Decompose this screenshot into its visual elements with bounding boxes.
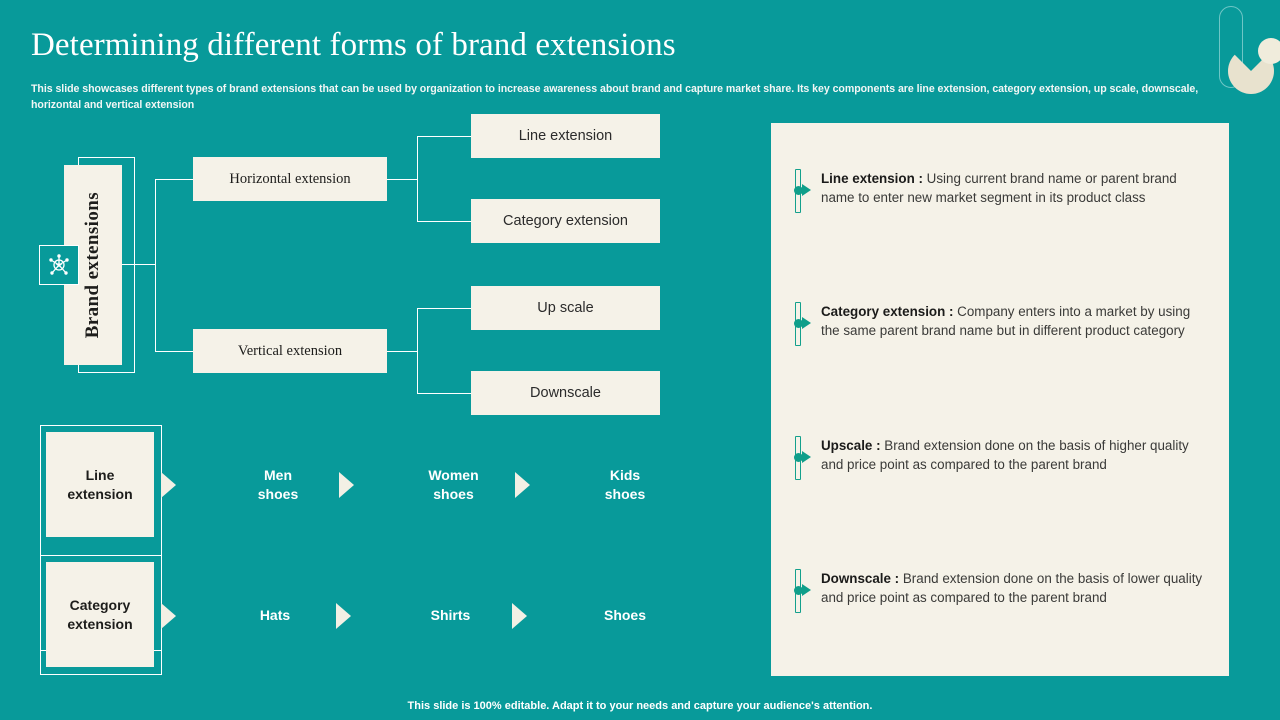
bullet-marker-icon xyxy=(791,302,813,346)
connector-root-down xyxy=(155,264,157,351)
arrow-right-icon xyxy=(512,603,527,629)
connector-to-up-scale xyxy=(417,308,472,310)
connector-horizontal-stub xyxy=(387,179,418,181)
connector-vertical-stub xyxy=(387,351,418,353)
connector-to-downscale xyxy=(417,393,472,395)
definition-term: Line extension : xyxy=(821,171,923,186)
footer-note: This slide is 100% editable. Adapt it to… xyxy=(407,700,873,712)
leaf-category-extension-label: Category extension xyxy=(503,213,628,229)
arrow-right-icon xyxy=(161,603,176,629)
leaf-downscale-label: Downscale xyxy=(530,385,601,401)
definition-description: Brand extension done on the basis of low… xyxy=(821,571,1203,606)
brand-extension-tree-diagram: Brand extensions xyxy=(0,0,760,430)
bullet-dot-shape xyxy=(793,453,803,462)
leaf-downscale[interactable]: Downscale xyxy=(471,371,660,415)
definition-description: Brand extension done on the basis of hig… xyxy=(821,438,1189,473)
definition-category-extension: Category extension : Company enters into… xyxy=(821,302,1211,340)
definition-description: Company enters into a market by using th… xyxy=(821,304,1191,339)
leaf-up-scale-label: Up scale xyxy=(537,300,594,316)
definition-term: Upscale : xyxy=(821,438,881,453)
definition-downscale: Downscale : Brand extension done on the … xyxy=(821,569,1211,607)
bullet-triangle-icon xyxy=(802,184,811,196)
leaf-up-scale[interactable]: Up scale xyxy=(471,286,660,330)
arrow-right-icon xyxy=(339,472,354,498)
connector-to-category-ext xyxy=(417,221,472,223)
connector-to-horizontal xyxy=(155,179,194,181)
leaf-line-extension[interactable]: Line extension xyxy=(471,114,660,158)
arrow-right-icon xyxy=(515,472,530,498)
definitions-panel: Line extension : Using current brand nam… xyxy=(771,123,1229,676)
definition-description: Using current brand name or parent brand… xyxy=(821,171,1177,206)
definition-text: Line extension : Using current brand nam… xyxy=(821,171,1177,205)
card-shirts[interactable]: Shirts xyxy=(389,555,512,675)
bullet-marker-icon xyxy=(791,569,813,613)
definition-text: Downscale : Brand extension done on the … xyxy=(821,571,1202,605)
definition-term: Category extension : xyxy=(821,304,954,319)
definition-upscale: Upscale : Brand extension done on the ba… xyxy=(821,436,1211,474)
node-vertical-extension-label: Vertical extension xyxy=(237,342,343,359)
connector-to-vertical xyxy=(155,351,194,353)
bullet-triangle-icon xyxy=(802,451,811,463)
card-label: Shirts xyxy=(430,606,471,623)
bullet-dot-shape xyxy=(793,186,803,195)
definition-line-extension: Line extension : Using current brand nam… xyxy=(821,169,1211,207)
page-subtitle: This slide showcases different types of … xyxy=(31,83,1199,112)
card-hats[interactable]: Hats xyxy=(214,555,336,675)
page-title: Determining different forms of brand ext… xyxy=(31,27,676,63)
bullet-dot-shape xyxy=(793,319,803,328)
node-vertical-extension[interactable]: Vertical extension xyxy=(193,329,387,373)
bullet-dot-shape xyxy=(793,586,803,595)
card-label: Hats xyxy=(259,606,291,623)
connector-horizontal-spine xyxy=(417,136,419,222)
definition-term: Downscale : xyxy=(821,571,900,586)
card-label: Shoes xyxy=(603,606,646,623)
definition-text: Category extension : Company enters into… xyxy=(821,304,1190,338)
arrow-right-icon xyxy=(336,603,351,629)
connector-root-up xyxy=(155,179,157,266)
card-shoes[interactable]: Shoes xyxy=(564,555,686,675)
arrow-right-icon xyxy=(161,472,176,498)
bullet-triangle-icon xyxy=(802,584,811,596)
node-horizontal-extension[interactable]: Horizontal extension xyxy=(193,157,387,201)
leaf-category-extension[interactable]: Category extension xyxy=(471,199,660,243)
bullet-triangle-icon xyxy=(802,317,811,329)
bullet-marker-icon xyxy=(791,169,813,213)
connector-vertical-spine xyxy=(417,308,419,394)
decor-circle-shape-icon xyxy=(1258,38,1280,64)
definition-text: Upscale : Brand extension done on the ba… xyxy=(821,438,1189,472)
brand-network-star-icon xyxy=(39,245,79,285)
node-horizontal-extension-label: Horizontal extension xyxy=(229,170,351,187)
connector-to-line-ext xyxy=(417,136,472,138)
decor-pill-outline-icon xyxy=(1219,6,1243,88)
bullet-marker-icon xyxy=(791,436,813,480)
connector-root-stub xyxy=(122,264,156,266)
leaf-line-extension-label: Line extension xyxy=(518,128,613,144)
